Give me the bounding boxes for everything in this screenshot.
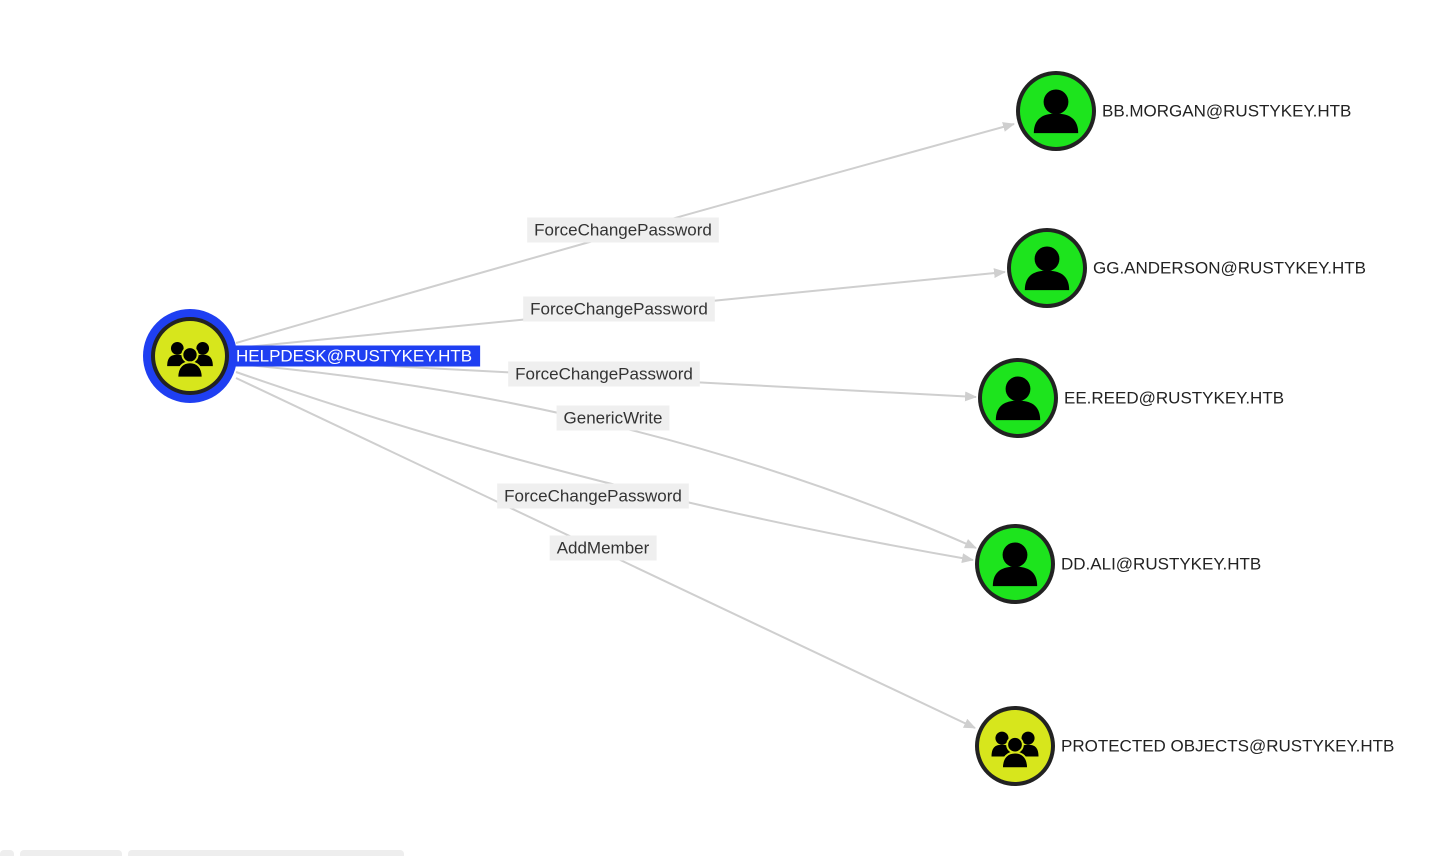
edge-label[interactable]: ForceChangePassword [527, 217, 719, 243]
node-label-text: EE.REED@RUSTYKEY.HTB [1064, 389, 1284, 408]
bottom-tab-strip [0, 848, 420, 856]
edge-label-text: AddMember [557, 539, 650, 558]
edge-label-background [523, 296, 715, 322]
node-gganderson[interactable]: GG.ANDERSON@RUSTYKEY.HTB [1007, 228, 1366, 308]
node-label-text: DD.ALI@RUSTYKEY.HTB [1061, 555, 1261, 574]
node-label-text: GG.ANDERSON@RUSTYKEY.HTB [1093, 259, 1366, 278]
node-label: BB.MORGAN@RUSTYKEY.HTB [1102, 102, 1351, 121]
edge-label-text: GenericWrite [564, 409, 663, 428]
node-label-text: BB.MORGAN@RUSTYKEY.HTB [1102, 102, 1351, 121]
edge-label[interactable]: ForceChangePassword [497, 483, 689, 509]
node-label: HELPDESK@RUSTYKEY.HTB [234, 345, 481, 367]
edge-label-text: ForceChangePassword [534, 221, 712, 240]
node-label: GG.ANDERSON@RUSTYKEY.HTB [1093, 259, 1366, 278]
node-protected[interactable]: PROTECTED OBJECTS@RUSTYKEY.HTB [975, 706, 1394, 786]
edge-label-background [497, 483, 689, 509]
node-eereed[interactable]: EE.REED@RUSTYKEY.HTB [978, 358, 1284, 438]
node-ddali[interactable]: DD.ALI@RUSTYKEY.HTB [975, 524, 1261, 604]
edge-label-background [508, 361, 700, 387]
node-label: PROTECTED OBJECTS@RUSTYKEY.HTB [1061, 737, 1394, 756]
edge-label[interactable]: ForceChangePassword [508, 361, 700, 387]
node-label-text: PROTECTED OBJECTS@RUSTYKEY.HTB [1061, 737, 1394, 756]
edge-line[interactable] [235, 371, 974, 564]
bottom-tab[interactable] [20, 850, 122, 856]
edge-label-text: ForceChangePassword [504, 487, 682, 506]
node-label: EE.REED@RUSTYKEY.HTB [1064, 389, 1284, 408]
nodes-layer: HELPDESK@RUSTYKEY.HTB BB.MORGAN@RUSTYKEY.… [143, 71, 1394, 786]
edge-label[interactable]: AddMember [549, 535, 657, 561]
edge-label-text: ForceChangePassword [530, 300, 708, 319]
node-label-highlight [234, 345, 481, 367]
edge-label-background [556, 405, 670, 431]
edge-label-background [527, 217, 719, 243]
bottom-tab[interactable] [128, 850, 404, 856]
edge-label-text: ForceChangePassword [515, 365, 693, 384]
node-label: DD.ALI@RUSTYKEY.HTB [1061, 555, 1261, 574]
edge-label[interactable]: GenericWrite [556, 405, 670, 431]
node-label-text: HELPDESK@RUSTYKEY.HTB [236, 347, 472, 366]
node-bbmorgan[interactable]: BB.MORGAN@RUSTYKEY.HTB [1016, 71, 1351, 151]
edge-labels-layer: ForceChangePasswordForceChangePasswordFo… [497, 217, 719, 561]
edge-label[interactable]: ForceChangePassword [523, 296, 715, 322]
node-helpdesk[interactable]: HELPDESK@RUSTYKEY.HTB [143, 309, 481, 403]
bottom-tab[interactable] [0, 850, 14, 856]
edge-label-background [549, 535, 657, 561]
